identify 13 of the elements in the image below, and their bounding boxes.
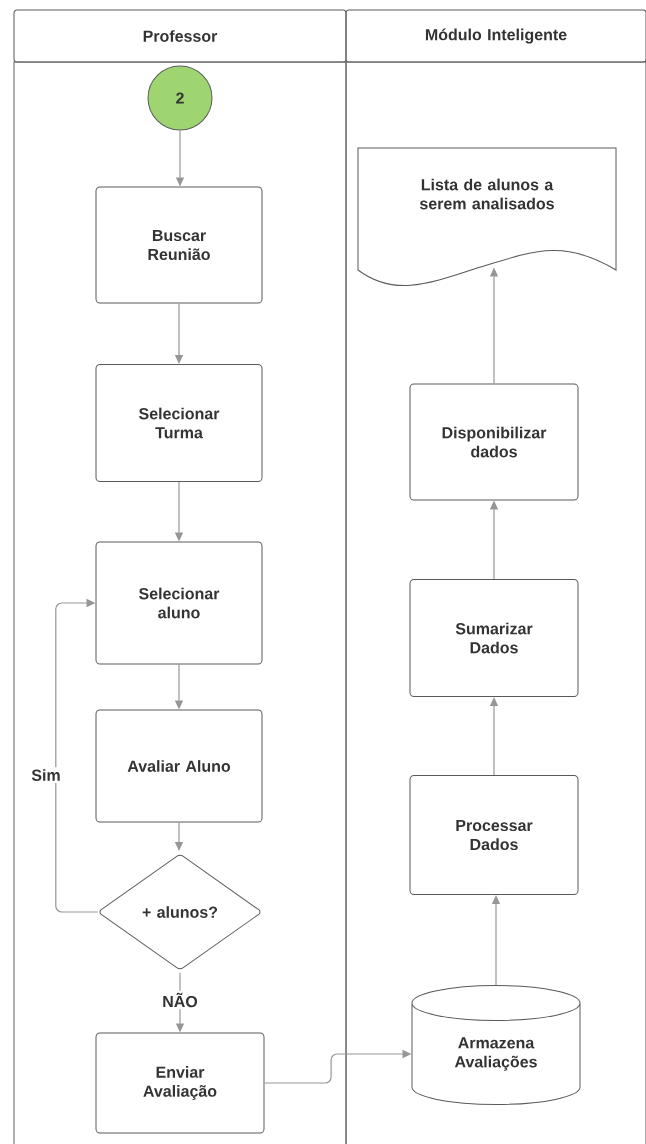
- process-box: Enviar Avaliação: [95, 1032, 265, 1134]
- node-label: Módulo Inteligente: [425, 28, 567, 44]
- process-box: Sumarizar Dados: [409, 579, 579, 697]
- process-box: Buscar Reunião: [95, 186, 263, 304]
- edge-label: Sim: [29, 767, 63, 783]
- process-box: Disponibilizar dados: [409, 383, 579, 501]
- process-box: Processar Dados: [409, 775, 579, 895]
- arrow: [55, 598, 99, 913]
- process-box: Selecionar Turma: [95, 364, 263, 482]
- database-cylinder: Armazena Avaliações: [411, 985, 581, 1105]
- process-box: Avaliar Aluno: [95, 709, 263, 823]
- process-box: Selecionar aluno: [95, 541, 263, 665]
- node-label: Professor: [143, 30, 218, 42]
